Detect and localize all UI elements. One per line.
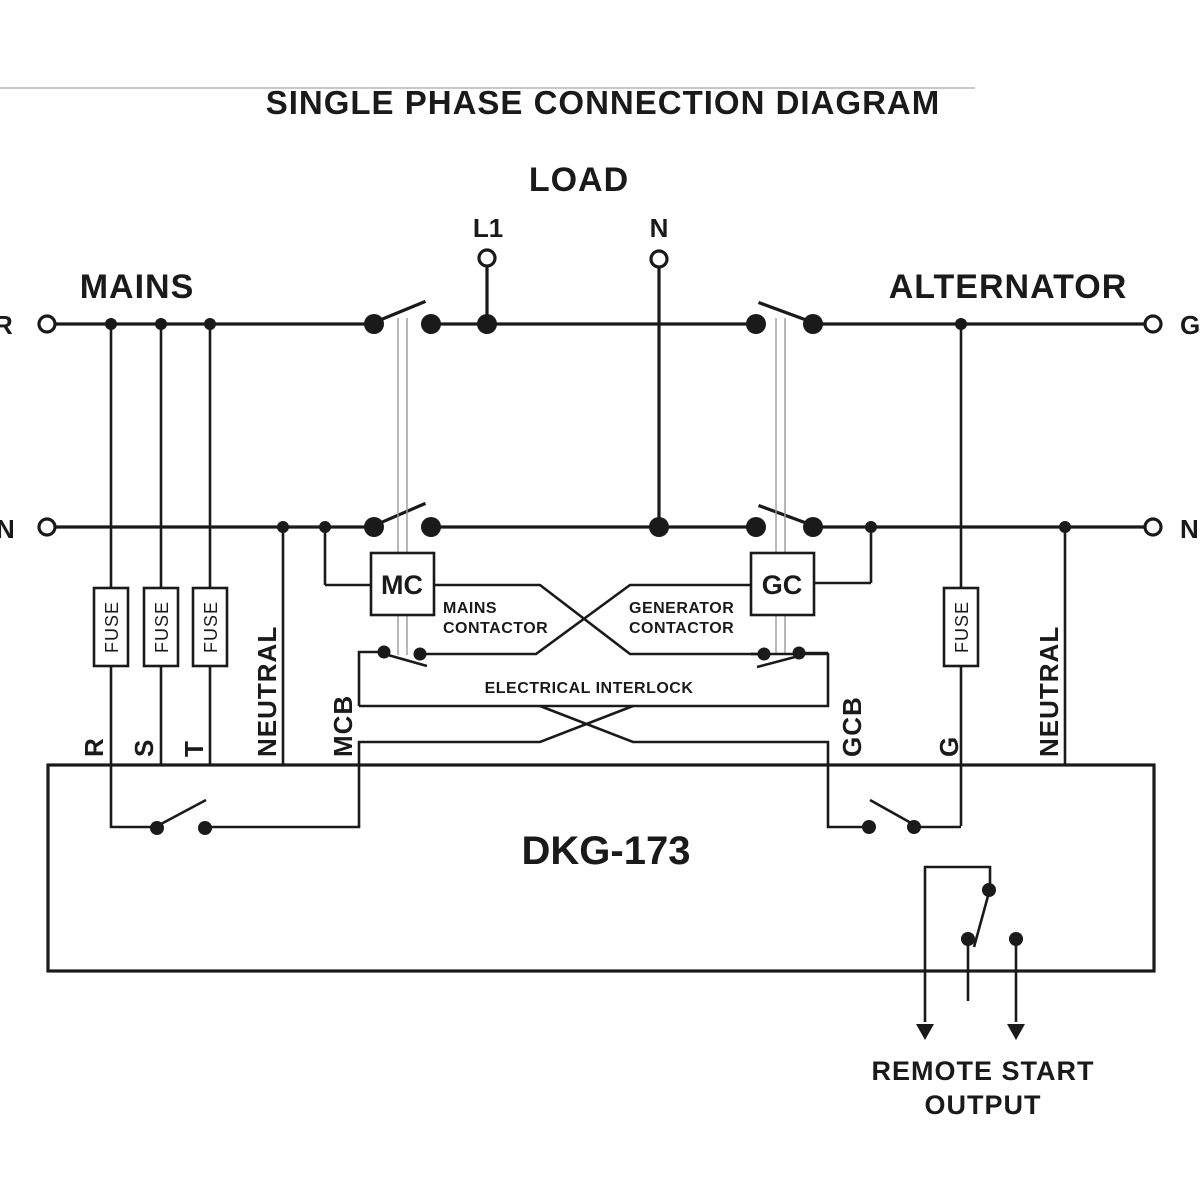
load-l1-tap [477, 248, 497, 334]
device-terminal-g-label: G [934, 736, 964, 757]
load-n-terminal [649, 249, 669, 269]
gc-phase-contact [746, 300, 823, 334]
gc-coil-wiring [420, 521, 877, 656]
mains-n-terminal-label: N [0, 514, 15, 544]
fuse-g: FUSE [942, 586, 980, 668]
load-l1-terminal [477, 248, 497, 268]
remote-start-relay [916, 865, 1025, 1040]
mc-phase-contact [364, 299, 441, 334]
device-terminal-t-label: T [179, 740, 209, 757]
mains-contactor-relay [109, 765, 361, 835]
electrical-interlock-label: ELECTRICAL INTERLOCK [485, 680, 694, 697]
mains-r-terminal [37, 314, 57, 334]
alternator-neutral-sense-wire [1059, 521, 1071, 765]
svg-text:FUSE: FUSE [201, 601, 221, 653]
mains-sense-wires [105, 318, 216, 765]
alternator-n-terminal [1143, 517, 1163, 537]
mains-contactor-label-line1: MAINS [443, 600, 497, 617]
device-terminal-alternator-neutral-label: NEUTRAL [1034, 626, 1064, 757]
remote-start-label-line1: REMOTE START [872, 1056, 1095, 1086]
interlock-mc-aux-contact [357, 645, 428, 706]
alternator-sense-wire [955, 318, 967, 826]
svg-text:FUSE: FUSE [102, 601, 122, 653]
remote-start-arrow-left-icon [916, 1024, 934, 1040]
load-label: LOAD [529, 161, 629, 199]
generator-contactor-label-line1: GENERATOR [629, 600, 734, 617]
fuse-s: FUSE [142, 586, 180, 668]
interlock-gc-aux-contact [751, 646, 828, 669]
dkg-173-device-box [46, 763, 1156, 973]
svg-text:GC: GC [762, 570, 803, 600]
svg-text:MC: MC [381, 570, 423, 600]
diagram-title: SINGLE PHASE CONNECTION DIAGRAM [266, 84, 941, 121]
device-terminal-gcb-label: GCB [837, 696, 867, 757]
svg-text:FUSE: FUSE [952, 601, 972, 653]
mains-label: MAINS [80, 268, 195, 306]
svg-text:FUSE: FUSE [152, 601, 172, 653]
load-l1-label: L1 [473, 213, 503, 243]
mcb-gcb-crossover [357, 704, 830, 765]
mains-n-terminal [37, 517, 57, 537]
load-n-label: N [650, 213, 669, 243]
device-terminal-mains-neutral-label: NEUTRAL [252, 626, 282, 757]
alternator-g-terminal [1143, 314, 1163, 334]
alternator-g-terminal-label: G [1180, 310, 1200, 340]
remote-start-arrow-right-icon [1007, 1024, 1025, 1040]
mc-coil: MC [369, 551, 436, 617]
mains-contactor-label-line2: CONTACTOR [443, 620, 548, 637]
gc-coil: GC [749, 551, 816, 617]
mains-neutral-sense-wire [277, 521, 289, 765]
device-terminal-r-label: R [79, 737, 109, 757]
generator-contactor-relay [826, 765, 961, 834]
device-terminal-s-label: S [129, 739, 159, 757]
fuse-r: FUSE [92, 586, 130, 668]
generator-contactor-label-line2: CONTACTOR [629, 620, 734, 637]
remote-start-label-line2: OUTPUT [925, 1090, 1042, 1120]
load-n-tap [649, 249, 669, 537]
device-terminal-mcb-label: MCB [328, 695, 358, 757]
alternator-n-terminal-label: N [1180, 514, 1199, 544]
mc-neutral-contact [364, 501, 441, 537]
gc-neutral-contact [746, 503, 823, 537]
mc-coil-wiring [319, 521, 830, 708]
fuse-t: FUSE [191, 586, 229, 668]
device-name: DKG-173 [522, 829, 691, 873]
alternator-label: ALTERNATOR [889, 268, 1128, 306]
mains-r-terminal-label: R [0, 310, 13, 340]
